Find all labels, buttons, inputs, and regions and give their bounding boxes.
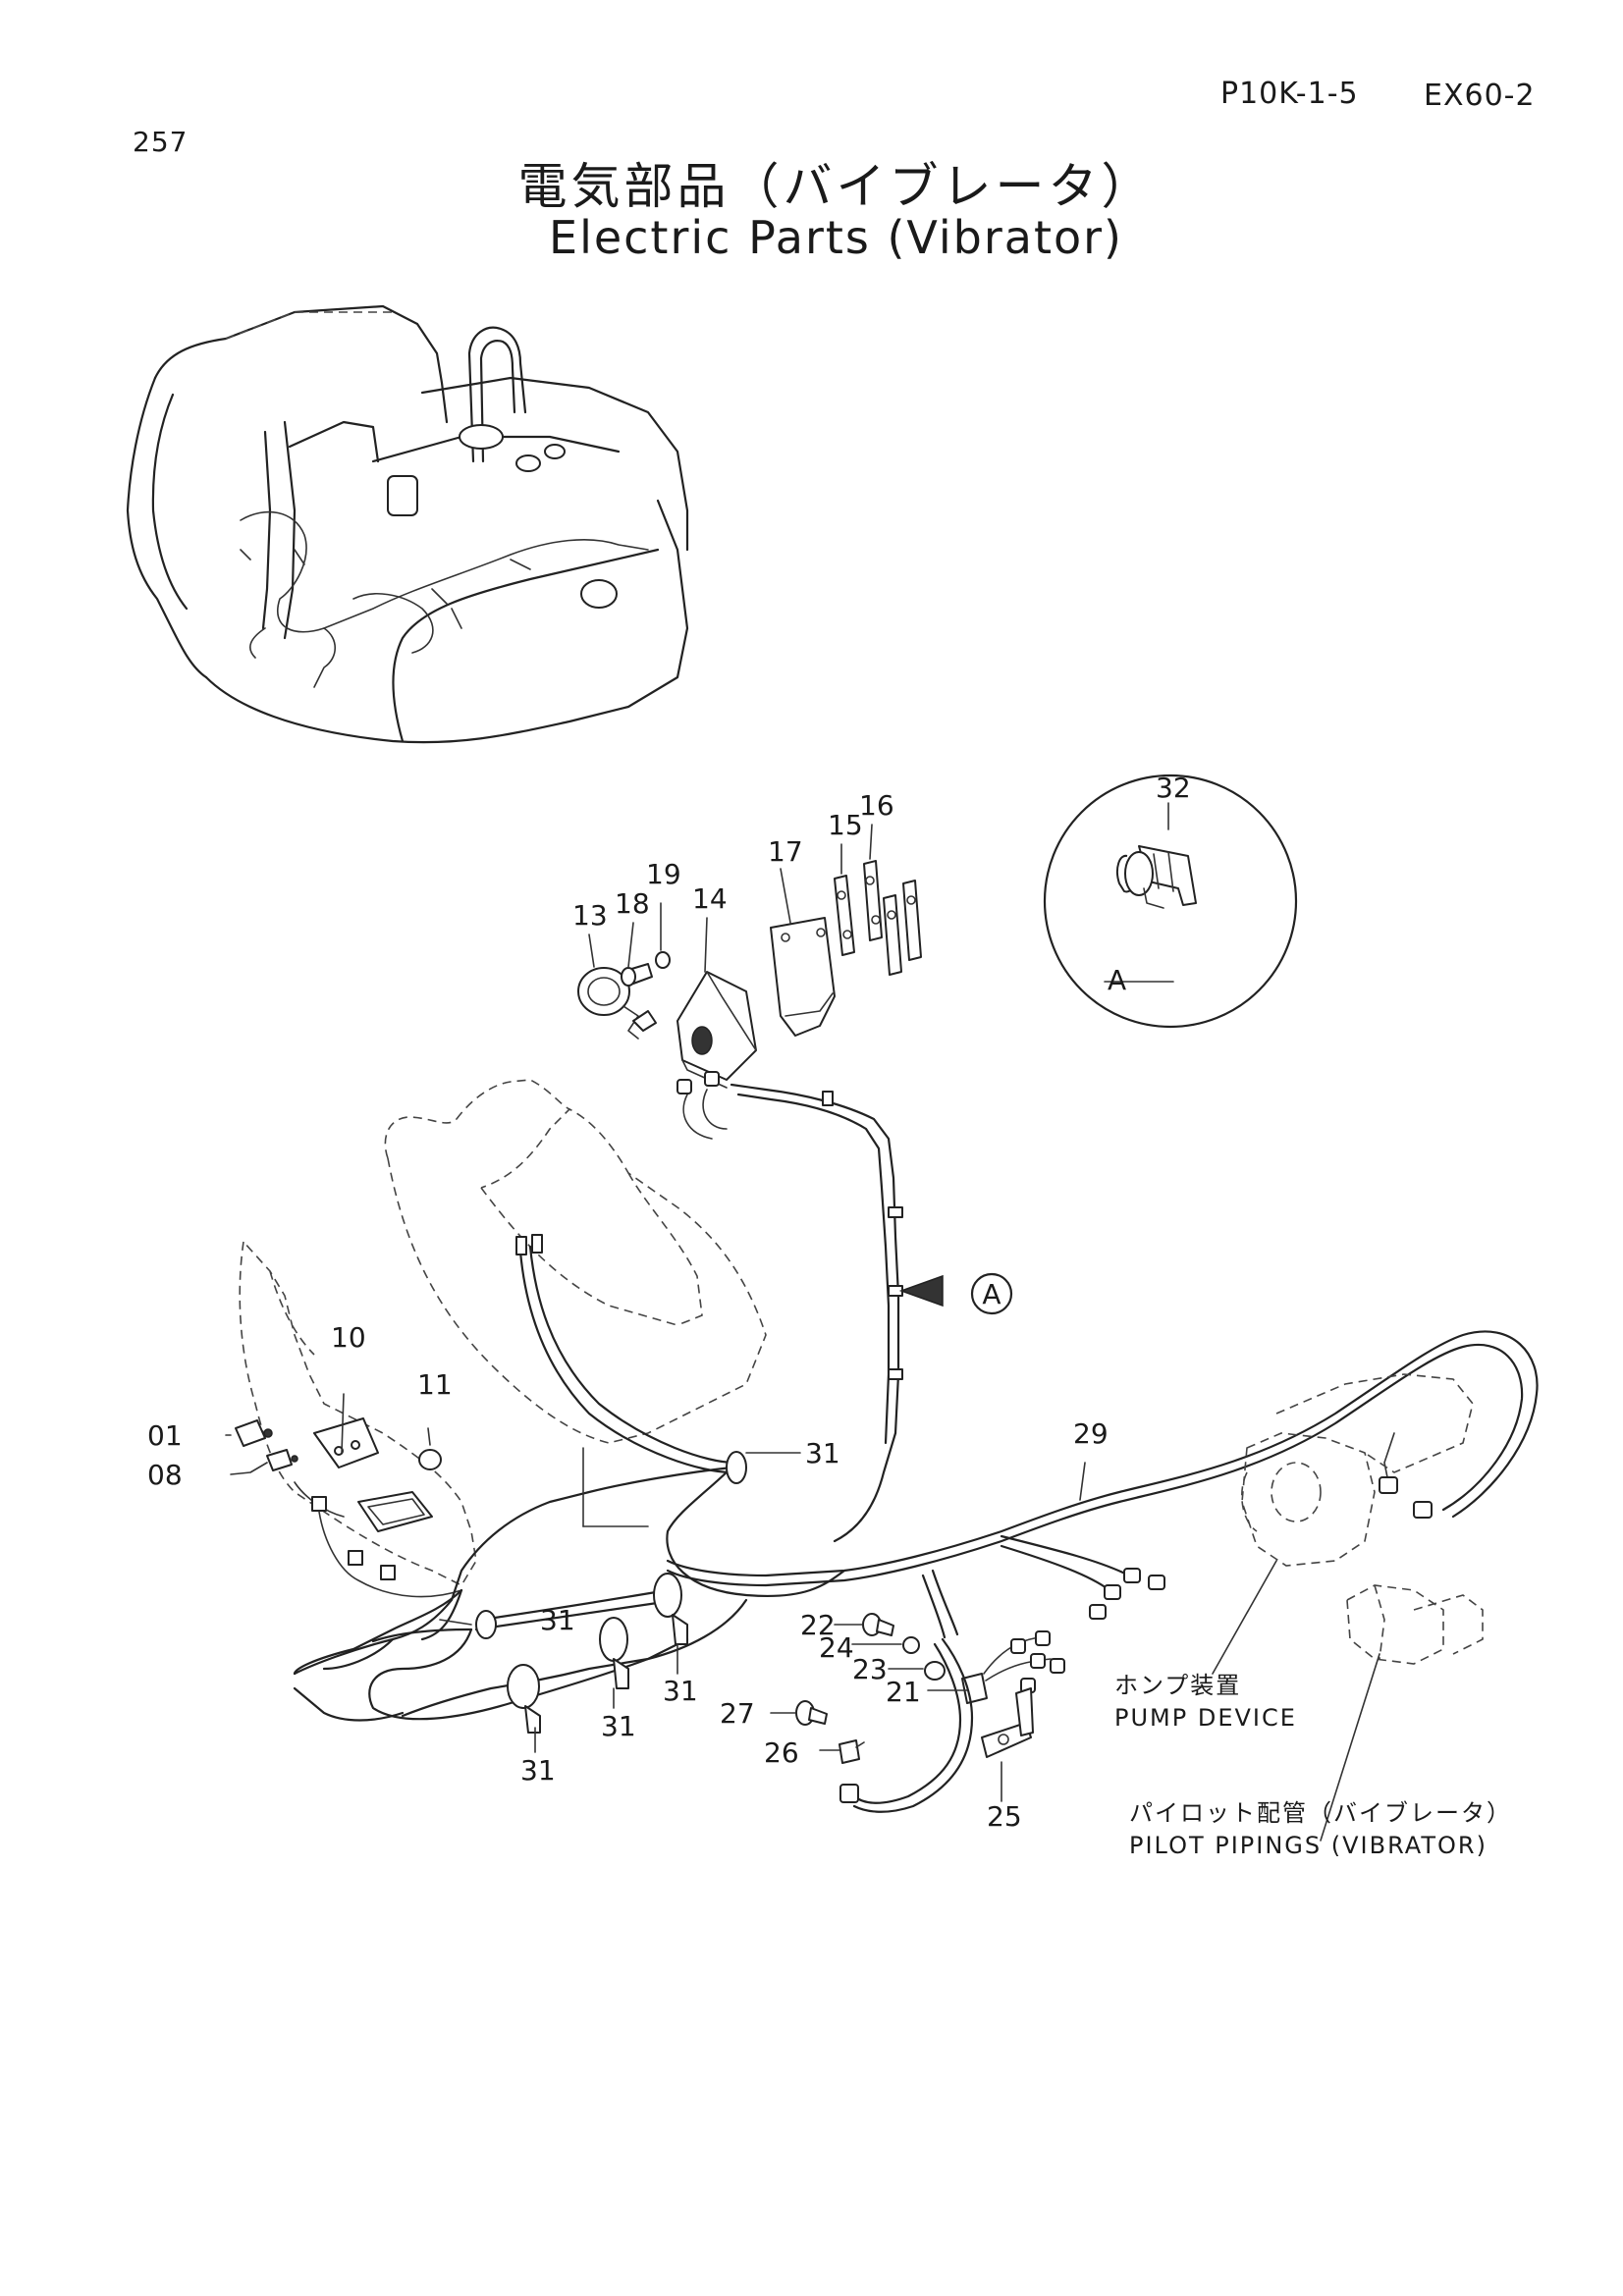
strip-16 bbox=[863, 860, 922, 976]
pump-device-outline bbox=[1241, 1373, 1474, 1567]
callout-31-a: 31 bbox=[805, 1437, 840, 1469]
harness-upper bbox=[676, 1071, 903, 1445]
lower-harness-loop bbox=[293, 1588, 689, 1721]
detail-a-reference-marker: A bbox=[898, 1272, 1013, 1315]
left-console-outline bbox=[239, 1240, 477, 1587]
detail-a-circle bbox=[1043, 774, 1298, 1029]
main-harness bbox=[293, 1234, 1539, 1722]
bolt-22 bbox=[862, 1613, 894, 1636]
callout-15: 15 bbox=[828, 809, 863, 841]
callout-31-e: 31 bbox=[663, 1675, 698, 1707]
leader-lines bbox=[225, 802, 1380, 1842]
excavator-overview-illustration bbox=[126, 304, 689, 744]
pump-device-caption-jp: ホンプ装置 bbox=[1114, 1672, 1241, 1699]
callout-21: 21 bbox=[886, 1676, 921, 1708]
clamp-31-a bbox=[726, 1451, 747, 1484]
callout-27: 27 bbox=[720, 1697, 755, 1730]
bracket-14 bbox=[676, 971, 757, 1089]
callout-32: 32 bbox=[1156, 772, 1191, 804]
switch-08 bbox=[266, 1449, 298, 1471]
callout-26: 26 bbox=[764, 1736, 799, 1769]
control-box-10 bbox=[294, 1417, 462, 1598]
pilot-pipings-caption-jp: パイロット配管（バイブレータ） bbox=[1129, 1799, 1512, 1827]
page-number: 257 bbox=[133, 126, 189, 158]
plate-17 bbox=[770, 917, 836, 1037]
callout-24: 24 bbox=[819, 1631, 854, 1664]
callout-08: 08 bbox=[147, 1459, 183, 1491]
washer-24 bbox=[902, 1636, 920, 1654]
callout-11: 11 bbox=[417, 1368, 453, 1401]
detail-a-label: A bbox=[1108, 964, 1126, 996]
bolt-18 bbox=[621, 963, 653, 987]
callout-29: 29 bbox=[1073, 1417, 1109, 1450]
clamp-31-e bbox=[507, 1664, 541, 1734]
callout-labels: 01 08 10 11 13 14 15 16 17 18 19 21 22 2… bbox=[147, 772, 1191, 1833]
detail-a-marker-text: A bbox=[982, 1278, 1001, 1310]
title-japanese: 電気部品（バイブレータ） bbox=[517, 158, 1155, 215]
callout-25: 25 bbox=[987, 1800, 1022, 1833]
cap-11 bbox=[418, 1449, 442, 1470]
callout-14: 14 bbox=[692, 882, 728, 915]
callout-19: 19 bbox=[646, 858, 681, 890]
callout-18: 18 bbox=[615, 887, 650, 920]
bolt-27 bbox=[795, 1700, 828, 1726]
callout-01: 01 bbox=[147, 1419, 183, 1452]
relay-harness bbox=[839, 1569, 974, 1813]
callout-22: 22 bbox=[800, 1609, 836, 1641]
bracket-25 bbox=[981, 1687, 1034, 1758]
model-code: EX60-2 bbox=[1424, 79, 1536, 113]
clamp-31-b bbox=[475, 1610, 497, 1639]
callout-31-b: 31 bbox=[540, 1604, 575, 1636]
clip-26 bbox=[839, 1739, 865, 1764]
clamp-31-c bbox=[599, 1617, 629, 1689]
switch-01 bbox=[235, 1419, 273, 1447]
callout-13: 13 bbox=[572, 899, 608, 932]
callout-17: 17 bbox=[768, 835, 803, 868]
washer-19 bbox=[655, 951, 671, 969]
title-english: Electric Parts (Vibrator) bbox=[549, 211, 1123, 264]
strip-15 bbox=[834, 875, 855, 956]
callout-23: 23 bbox=[852, 1653, 888, 1685]
callout-10: 10 bbox=[331, 1321, 366, 1354]
page-code: P10K-1-5 bbox=[1220, 77, 1359, 111]
clamp-31-d bbox=[653, 1573, 688, 1645]
relay-21 bbox=[961, 1630, 1065, 1704]
socket-assembly-13 bbox=[577, 967, 657, 1040]
callout-31-d: 31 bbox=[601, 1710, 636, 1742]
pilot-pipings-outline bbox=[1346, 1584, 1484, 1665]
operator-seat-outline bbox=[384, 1079, 767, 1444]
pilot-pipings-caption-en: PILOT PIPINGS (VIBRATOR) bbox=[1129, 1832, 1488, 1859]
callout-31-c: 31 bbox=[520, 1754, 556, 1787]
pump-device-caption-en: PUMP DEVICE bbox=[1114, 1704, 1297, 1732]
washer-23 bbox=[924, 1661, 946, 1681]
callout-16: 16 bbox=[859, 789, 894, 822]
